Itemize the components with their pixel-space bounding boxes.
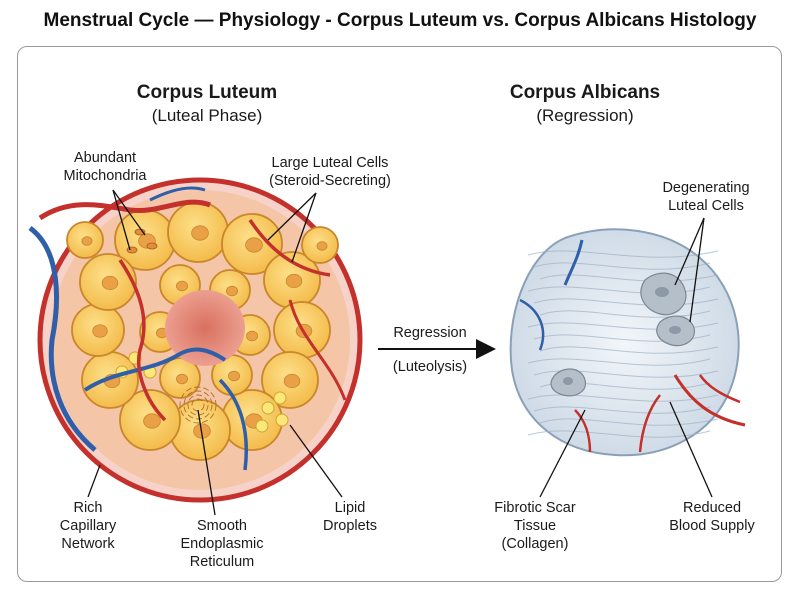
cell-nucleus — [175, 373, 188, 385]
capillary-blue — [28, 225, 97, 452]
albicans-vessel-red — [638, 394, 661, 453]
pointer-line — [112, 189, 146, 236]
label-ser-1: Smooth — [197, 518, 247, 534]
degenerating-nucleus — [655, 287, 669, 297]
label-blood-1: Reduced — [683, 500, 741, 516]
label-fibrotic-3: (Collagen) — [502, 536, 569, 552]
collagen-fiber — [527, 250, 719, 258]
cell-nucleus — [175, 280, 188, 292]
collagen-fiber — [527, 394, 719, 402]
lipid-droplet — [255, 419, 269, 433]
label-ser-3: Reticulum — [190, 554, 254, 570]
label-lipid-1: Lipid — [335, 500, 366, 516]
capillary-blue — [149, 186, 206, 202]
albicans-vessel-red — [673, 374, 746, 427]
albicans-vessel-red — [574, 409, 592, 453]
albicans-vessel-red — [698, 374, 741, 404]
page-title: Menstrual Cycle — Physiology - Corpus Lu… — [43, 10, 757, 31]
cell-nucleus — [227, 370, 240, 382]
collagen-fiber — [533, 298, 719, 306]
mitochondrion — [146, 242, 158, 250]
pointer-line — [291, 192, 317, 263]
collagen-fiber — [539, 274, 719, 282]
albicans-vessel-blue — [563, 239, 584, 286]
capillary-blue — [218, 378, 249, 471]
cell-nucleus — [245, 237, 263, 253]
cell-nucleus — [283, 373, 301, 389]
capillary-blue — [83, 347, 227, 392]
lipid-droplet — [261, 401, 275, 415]
degenerating-nucleus — [563, 377, 573, 385]
capillary-red — [248, 219, 331, 277]
collagen-fiber — [533, 262, 711, 270]
collagen-fiber — [539, 346, 719, 354]
label-ser-2: Endoplasmic — [180, 536, 263, 552]
label-blood-2: Blood Supply — [669, 518, 755, 534]
corpus-luteum-subheading: (Luteal Phase) — [152, 106, 263, 125]
capillary-red — [118, 259, 167, 422]
pointer-line — [689, 217, 705, 323]
label-degenerating-1: Degenerating — [662, 180, 749, 196]
label-mitochondria-2: Mitochondria — [63, 168, 147, 184]
pointer-line — [539, 409, 586, 498]
label-luteal-cells-2: (Steroid-Secreting) — [269, 173, 391, 189]
luteum-lumen — [165, 290, 245, 366]
label-capillary-2: Capillary — [60, 518, 117, 534]
pointer-line — [674, 217, 705, 286]
pointer-line — [669, 401, 713, 498]
label-mitochondria-1: Abundant — [74, 150, 136, 166]
corpus-albicans-heading: Corpus Albicans — [510, 82, 660, 103]
mitochondrion — [126, 246, 138, 254]
smooth-er-swirl — [187, 394, 209, 416]
collagen-fiber — [533, 406, 711, 414]
pointer-line — [112, 189, 131, 251]
capillary-red — [288, 299, 347, 401]
cell-nucleus — [101, 275, 119, 291]
capillary-red — [38, 199, 211, 221]
pointer-line — [197, 409, 216, 516]
pointer-line — [289, 424, 343, 498]
cell-nucleus — [245, 330, 258, 342]
corpus-albicans-subheading: (Regression) — [536, 106, 633, 125]
corpus-luteum-heading: Corpus Luteum — [137, 82, 277, 103]
degenerating-nucleus — [669, 326, 681, 334]
arrow-label-regression: Regression — [393, 325, 466, 341]
cell-nucleus — [191, 225, 209, 241]
smooth-er-swirl — [179, 386, 217, 424]
collagen-fiber — [527, 358, 711, 366]
arrow-label-luteolysis: (Luteolysis) — [393, 359, 467, 375]
cell-nucleus — [92, 324, 108, 338]
cell-nucleus — [81, 236, 93, 246]
collagen-fiber — [533, 370, 719, 378]
cell-nucleus — [285, 273, 303, 289]
cell-nucleus — [143, 413, 161, 429]
label-capillary-1: Rich — [73, 500, 102, 516]
corpus-luteum-illustration — [28, 177, 363, 503]
collagen-fiber — [539, 418, 719, 426]
collagen-fiber — [539, 310, 711, 318]
label-fibrotic-1: Fibrotic Scar — [494, 500, 576, 516]
smooth-er-swirl — [183, 390, 213, 420]
lipid-droplet — [275, 413, 289, 427]
label-degenerating-2: Luteal Cells — [668, 198, 744, 214]
cell-nucleus — [225, 285, 238, 297]
lipid-droplet — [273, 391, 287, 405]
label-luteal-cells-1: Large Luteal Cells — [272, 155, 389, 171]
pointer-line — [87, 464, 101, 498]
label-lipid-2: Droplets — [323, 518, 377, 534]
pointer-line — [267, 192, 317, 241]
cell-nucleus — [316, 241, 328, 251]
albicans-vessel-blue — [519, 298, 545, 351]
label-fibrotic-2: Tissue — [514, 518, 556, 534]
corpus-albicans-illustration — [509, 228, 746, 457]
label-capillary-3: Network — [61, 536, 115, 552]
